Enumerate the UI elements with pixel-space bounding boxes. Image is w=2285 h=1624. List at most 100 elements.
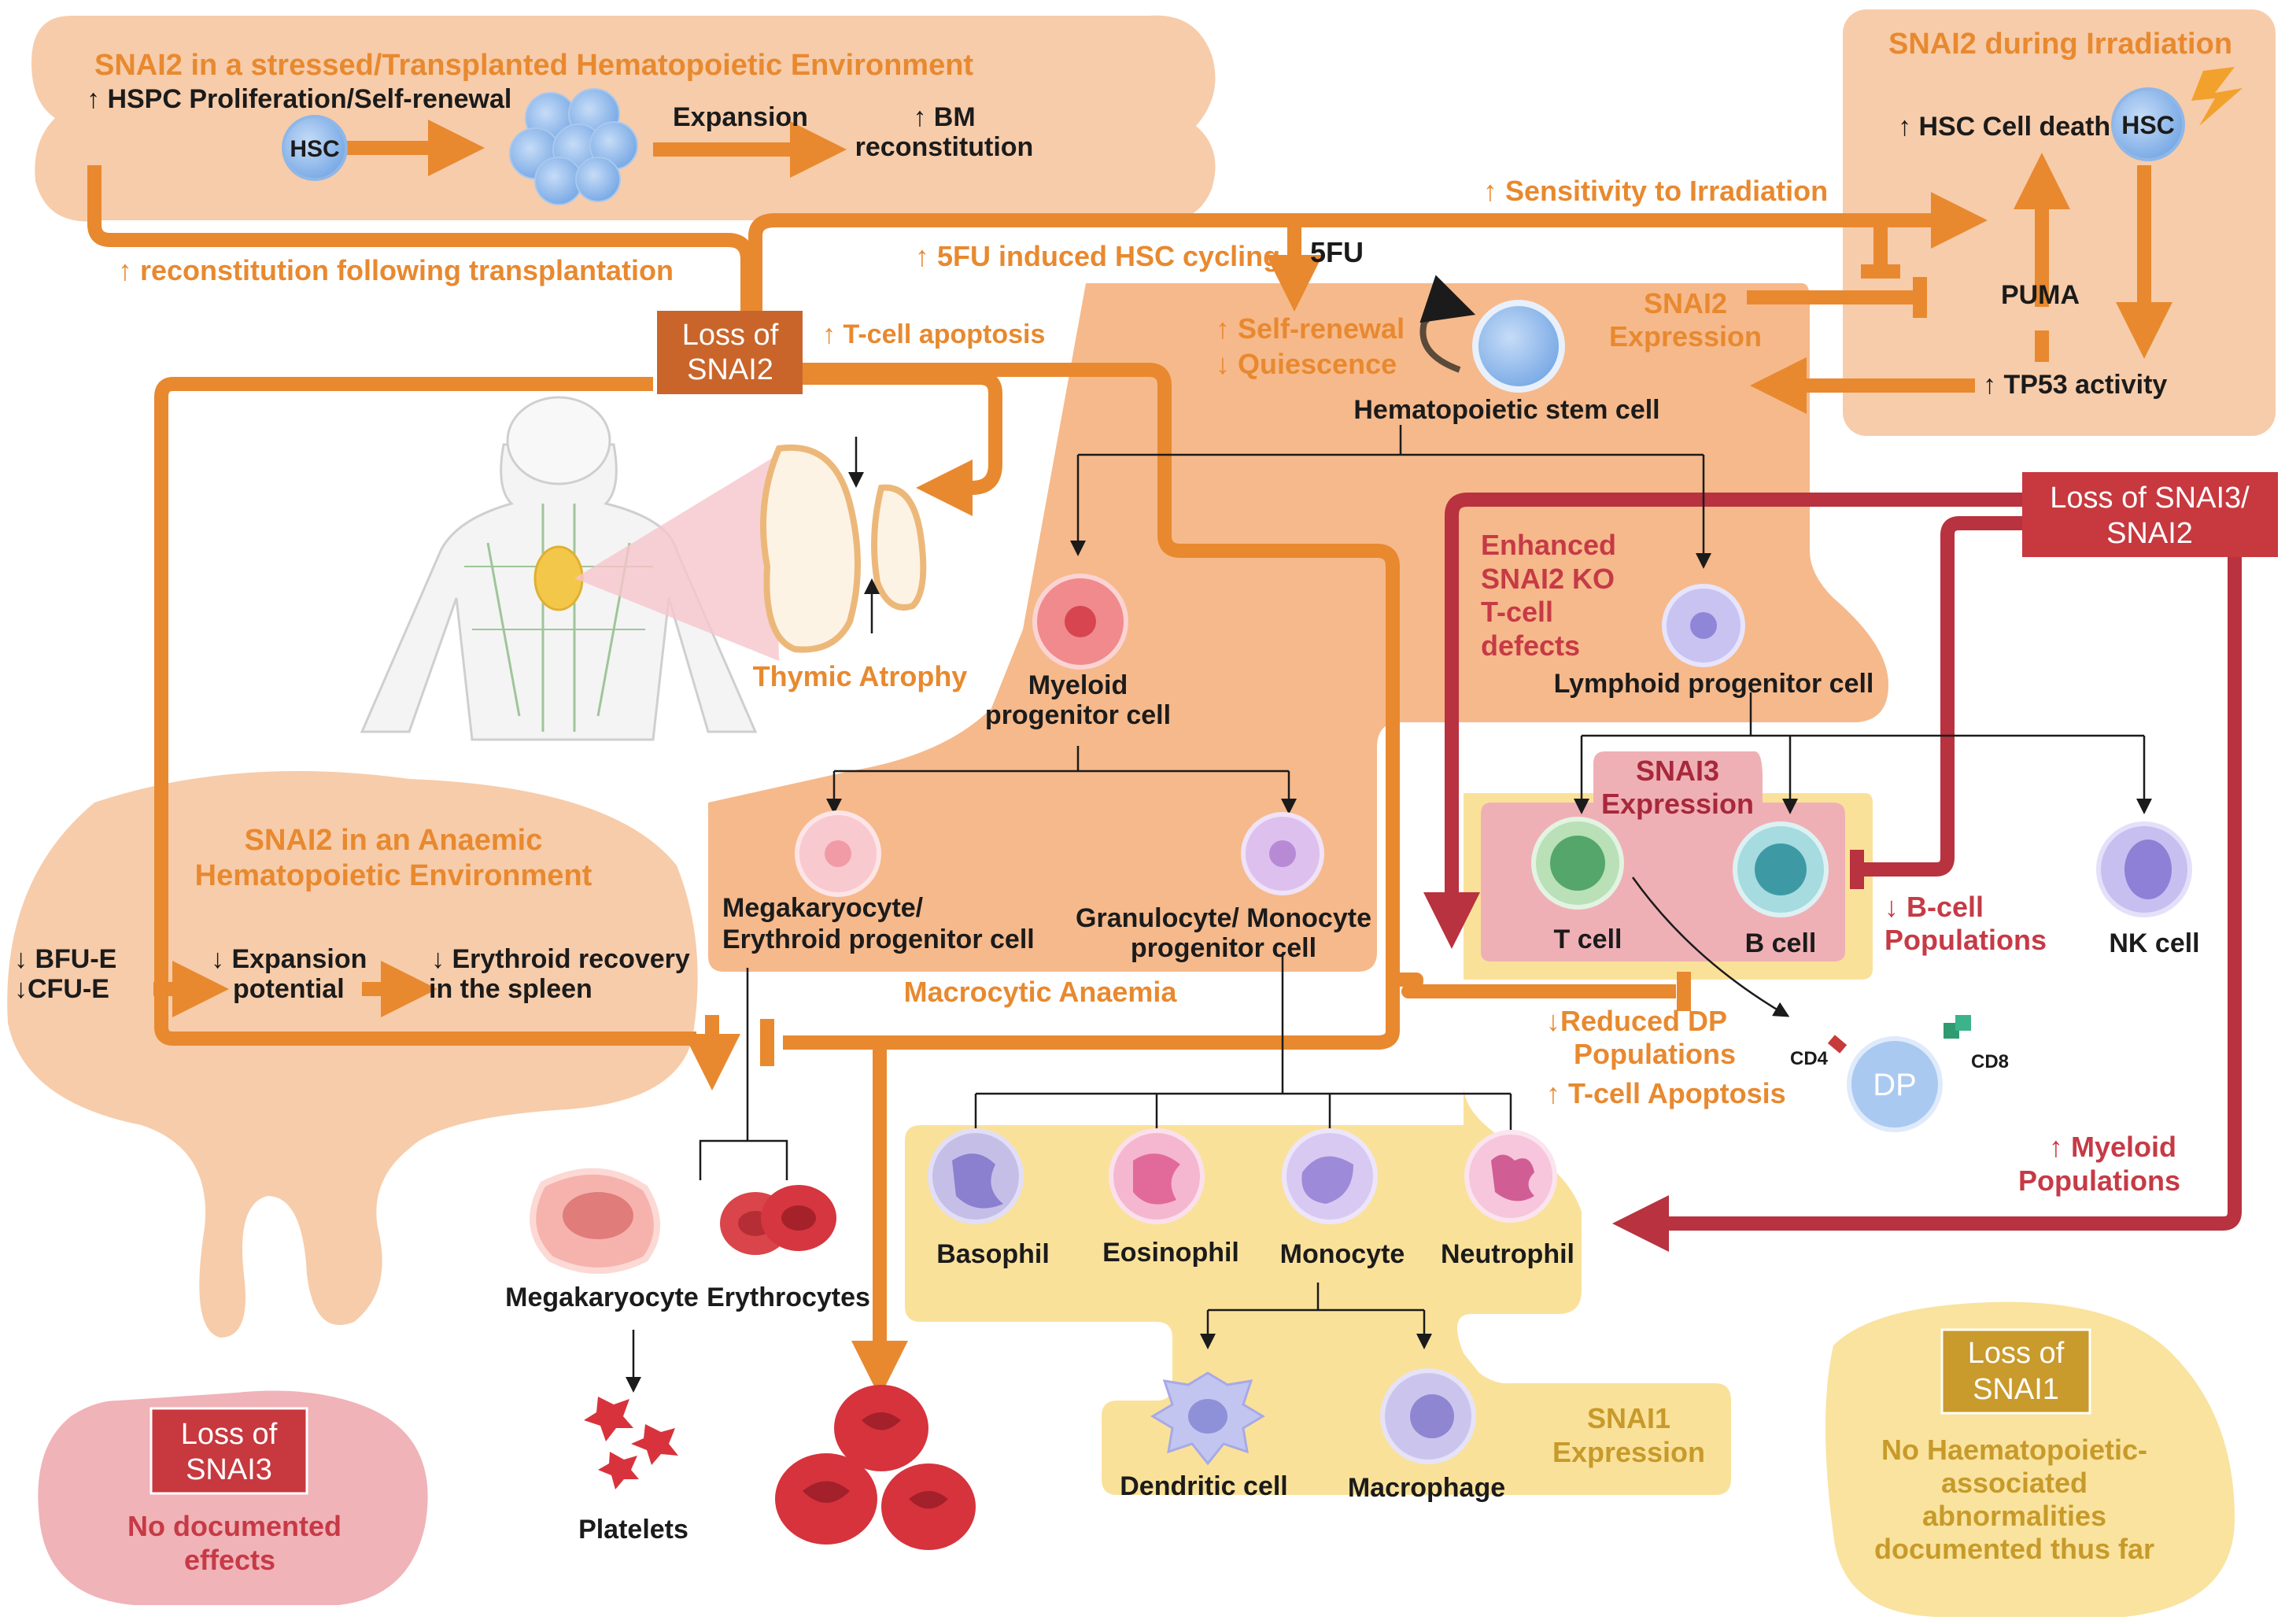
stressed-title: SNAI2 in a stressed/Transplanted Hematop… xyxy=(94,49,973,82)
expansion-label: Expansion xyxy=(673,102,808,132)
b-cell-icon xyxy=(1733,821,1829,917)
enhanced-l3: T-cell xyxy=(1481,596,1553,628)
loss-of-snai3-snai2-box xyxy=(2022,472,2278,557)
hierarchy-lines xyxy=(626,425,2152,1393)
irradiation-title: SNAI2 during Irradiation xyxy=(1888,28,2232,61)
eosinophil-icon xyxy=(1109,1128,1205,1224)
stressed-prolif: ↑ HSPC Proliferation/Self-renewal xyxy=(87,84,511,114)
thymus-small-icon xyxy=(871,484,927,611)
hsc-label: Hematopoietic stem cell xyxy=(1353,395,1659,425)
expansion-pot-l1: ↓ Expansion xyxy=(211,944,367,974)
bcell-pop-l1: ↓ B-cell xyxy=(1884,891,1984,923)
tcell-apoptosis-label: ↑ T-cell apoptosis xyxy=(822,319,1045,349)
anaemic-texts: SNAI2 in an Anaemic Hematopoietic Enviro… xyxy=(14,824,690,1004)
loss-snai1-l2: SNAI1 xyxy=(1973,1373,2059,1406)
thymic-atrophy-label: Thymic Atrophy xyxy=(753,660,968,692)
erythrocytes-label: Erythrocytes xyxy=(707,1283,870,1312)
loss-snai3-l1: Loss of xyxy=(181,1418,278,1451)
no-documented-l2: effects xyxy=(184,1544,275,1576)
thymus-large-icon xyxy=(760,444,861,653)
snai1-line-2: associated xyxy=(1941,1467,2088,1499)
irradiation-texts: SNAI2 during Irradiation ↑ HSC Cell deat… xyxy=(1483,28,2232,400)
myeloid-pop-l1: ↑ Myeloid xyxy=(2049,1131,2176,1163)
bm-line1: ↑ BM xyxy=(913,102,975,132)
cd8-label: CD8 xyxy=(1971,1051,2009,1072)
snai3-expression-l2: Expression xyxy=(1601,788,1754,820)
loss-of-snai1-box xyxy=(1940,1328,2091,1415)
platelets-label: Platelets xyxy=(578,1515,688,1545)
no-documented-l1: No documented xyxy=(127,1510,341,1542)
mek-l1: Megakaryocyte/ xyxy=(722,893,924,923)
monocyte-label: Monocyte xyxy=(1280,1239,1405,1269)
lymph-texts: SNAI3 Expression T cell B cell NK cell L… xyxy=(1546,482,2250,1197)
myeloid-l1: Myeloid xyxy=(1028,670,1128,700)
self-renewal-loop-icon xyxy=(1419,275,1476,373)
lymphoid-progenitor-cell xyxy=(1662,584,1745,667)
lightning-icon xyxy=(2191,67,2243,126)
erythroid-l1: ↓ Erythroid recovery xyxy=(431,944,690,974)
hierarchy-texts: Myeloid progenitor cell Lymphoid progeni… xyxy=(505,529,1873,1545)
dp-label: DP xyxy=(1873,1068,1917,1102)
loss-snai3-snai2-l1: Loss of SNAI3/ xyxy=(2050,482,2250,515)
enhanced-l1: Enhanced xyxy=(1481,529,1616,561)
megakaryocyte-icon xyxy=(530,1168,660,1274)
anaemic-title-l1: SNAI2 in an Anaemic xyxy=(245,824,543,857)
irradiation-hsc: HSC xyxy=(2121,111,2175,139)
neutrophil-label: Neutrophil xyxy=(1441,1239,1574,1269)
stressed-environment-bone xyxy=(31,15,1216,222)
dp-pop-l2: Populations xyxy=(1574,1038,1736,1070)
dendritic-cell-icon xyxy=(1150,1371,1265,1466)
expansion-pot-l2: potential xyxy=(233,974,345,1004)
loss-snai3-l2: SNAI3 xyxy=(186,1453,272,1486)
tcell-label: T cell xyxy=(1554,925,1622,954)
bcell-label: B cell xyxy=(1745,928,1817,958)
hsc-cluster-icon xyxy=(509,88,638,205)
loss-of-snai3-box xyxy=(150,1407,308,1495)
hematopoietic-stem-cell xyxy=(1419,275,1565,393)
myeloid-progenitor-cell xyxy=(1032,574,1128,670)
snai2-expression-l2: Expression xyxy=(1609,320,1762,352)
erythroid-l2: in the spleen xyxy=(429,974,592,1004)
puma-label: PUMA xyxy=(2001,280,2080,310)
bm-line2: reconstitution xyxy=(855,132,1034,162)
stressed-hsc: HSC xyxy=(290,136,339,162)
hsc-cell-irradiation xyxy=(2111,67,2243,161)
dendritic-label: Dendritic cell xyxy=(1120,1471,1288,1501)
hsc-cell-death: ↑ HSC Cell death xyxy=(1898,112,2110,142)
eosinophil-label: Eosinophil xyxy=(1102,1238,1239,1268)
fu-cycling-label: ↑ 5FU induced HSC cycling xyxy=(915,240,1280,272)
snai1-expression-l1: SNAI1 xyxy=(1587,1402,1670,1434)
hsc-cell-stressed xyxy=(282,115,348,181)
platelets-icon xyxy=(584,1397,678,1489)
snai1-box-texts: Loss of SNAI1 No Haematopoietic- associa… xyxy=(1874,1337,2154,1565)
enhanced-l4: defects xyxy=(1481,629,1580,662)
snai3-box-texts: Loss of SNAI3 No documented effects xyxy=(127,1418,341,1576)
quiescence-label: ↓ Quiescence xyxy=(1216,348,1397,380)
enhanced-l2: SNAI2 KO xyxy=(1481,563,1615,595)
basophil-label: Basophil xyxy=(936,1239,1050,1269)
loss-snai3-snai2-l2: SNAI2 xyxy=(2106,517,2193,550)
dp-cell-icon xyxy=(1827,1015,1971,1132)
cd4-label: CD4 xyxy=(1790,1048,1829,1069)
snai3-expression-l1: SNAI3 xyxy=(1636,755,1719,787)
myeloid-l2: progenitor cell xyxy=(985,700,1171,730)
basophil-icon xyxy=(928,1128,1024,1224)
anaemic-environment-blob xyxy=(7,771,698,1338)
mek-l2: Erythroid progenitor cell xyxy=(722,925,1035,954)
orange-arrows xyxy=(87,120,2172,1397)
dp-pop-l3: ↑ T-cell Apoptosis xyxy=(1546,1077,1786,1109)
t-cell-icon xyxy=(1531,817,1624,910)
lymphoid-label: Lymphoid progenitor cell xyxy=(1554,669,1874,699)
snai1-expression-l2: Expression xyxy=(1552,1436,1705,1468)
loss-snai1-l1: Loss of xyxy=(1968,1337,2065,1370)
gm-progenitor-cell xyxy=(1241,812,1324,895)
neutrophil-icon xyxy=(1464,1130,1557,1223)
loss-snai3-blob xyxy=(38,1390,428,1605)
dp-pop-l1: ↓Reduced DP xyxy=(1546,1005,1727,1037)
macrocytic-label: Macrocytic Anaemia xyxy=(904,976,1178,1008)
nk-label: NK cell xyxy=(2109,928,2199,958)
gm-l1: Granulocyte/ Monocyte xyxy=(1076,903,1371,933)
stressed-texts: SNAI2 in a stressed/Transplanted Hematop… xyxy=(87,49,1033,286)
red-blood-cells-large-icon xyxy=(775,1385,976,1550)
